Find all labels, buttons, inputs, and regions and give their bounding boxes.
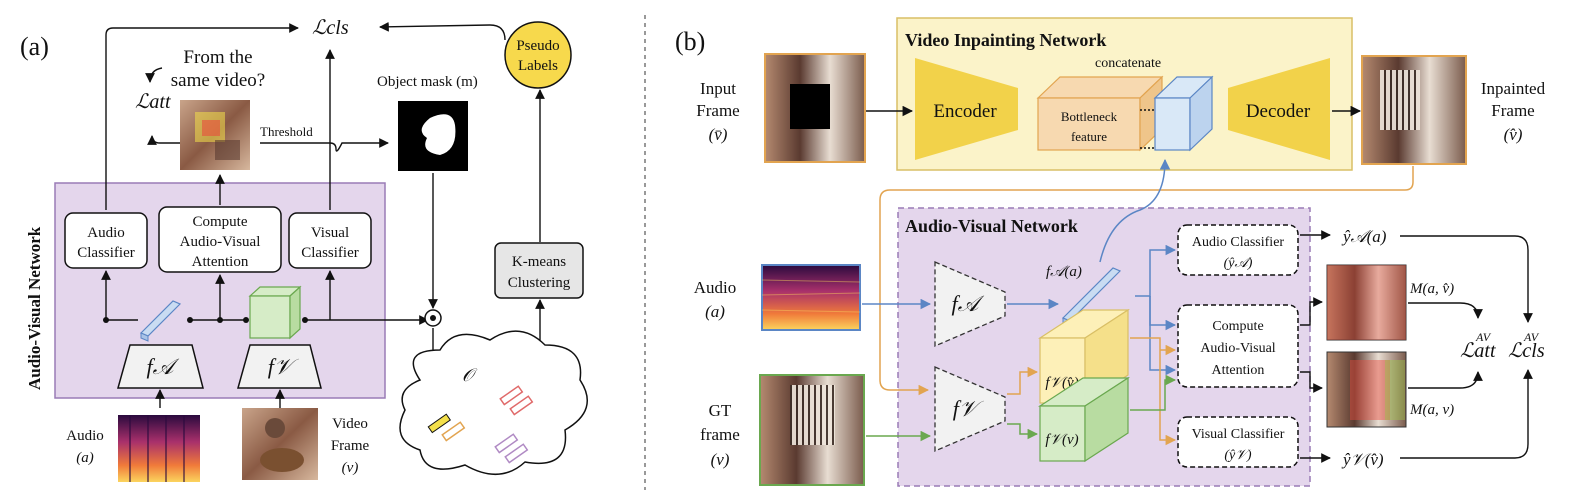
inpainted-to-fv-path [879, 166, 1414, 396]
panel-b-label: (b) [675, 27, 705, 56]
m-a-vhat-label: M(a, v̂) [1409, 281, 1454, 297]
video-input-var-a: (v) [342, 460, 359, 476]
attention-heatmap-image [180, 100, 250, 170]
svg-text:Bottleneck: Bottleneck [1061, 109, 1118, 124]
loss-att-av: ℒatt AV [1460, 330, 1496, 362]
same-video-question: From the [183, 47, 252, 68]
elementwise-product-a [424, 309, 442, 327]
concatenated-feature-block [1153, 75, 1214, 152]
vin-title: Video Inpainting Network [905, 30, 1106, 50]
svg-text:Attention: Attention [192, 254, 249, 270]
gt-frame-var: (v) [711, 450, 730, 469]
svg-text:Visual: Visual [311, 225, 349, 241]
inpainted-frame-image [1361, 55, 1467, 165]
loss-att-a: ℒatt [135, 91, 171, 113]
svg-text:Audio-Visual: Audio-Visual [180, 234, 261, 250]
fa-a-label: f𝒜(a) [1046, 264, 1082, 280]
bottleneck-feature-block: Bottleneck feature [1036, 75, 1164, 152]
svg-text:AV: AV [1523, 330, 1540, 344]
av-title-b: Audio-Visual Network [905, 216, 1078, 236]
input-frame-var: (v̄) [709, 125, 728, 144]
inpainted-frame-var: (v̂) [1504, 125, 1523, 144]
video-frame-image-a [242, 408, 318, 480]
visual-encoder-b: f𝒱 [934, 366, 1006, 452]
svg-text:ℒatt: ℒatt [1460, 340, 1496, 362]
loss-cls-av: ℒcls AV [1508, 330, 1545, 362]
svg-text:Audio Classifier: Audio Classifier [1192, 235, 1284, 250]
attention-map-v [1326, 351, 1407, 428]
svg-text:Clustering: Clustering [508, 275, 571, 291]
svg-text:AV: AV [1475, 330, 1492, 344]
pseudo-labels-node: Pseudo Labels [504, 21, 572, 89]
visual-feature-cube-a [248, 285, 302, 340]
visual-classifier-b: Visual Classifier (ŷ𝒱) [1177, 416, 1299, 468]
video-input-label-a2: Frame [331, 438, 370, 454]
decoder-trapezoid: Decoder [1228, 58, 1330, 160]
audio-encoder-b: f𝒜 [934, 261, 1006, 347]
gt-frame-label: GT [709, 401, 732, 420]
m-a-v-label: M(a, v) [1409, 402, 1454, 418]
svg-text:Audio: Audio [87, 225, 125, 241]
gt-frame-image [759, 374, 865, 486]
encoder-trapezoid: Encoder [915, 58, 1018, 160]
visual-classifier-a: Visual Classifier [288, 212, 372, 269]
fv-v-cube: f𝒱(v) [1037, 376, 1131, 463]
video-input-label-a: Video [332, 416, 368, 432]
audio-feature-vector-a [139, 300, 182, 342]
same-video-question-2: same video? [171, 70, 265, 91]
object-mask-image [398, 101, 468, 171]
audio-spectrogram-a [118, 415, 200, 482]
audio-input-var-b: (a) [705, 302, 725, 321]
inpainted-frame-label-2: Frame [1491, 101, 1534, 120]
input-frame-label: Input [700, 79, 736, 98]
threshold-label: Threshold [260, 124, 313, 139]
svg-text:Audio-Visual: Audio-Visual [1200, 341, 1275, 356]
svg-text:Visual Classifier: Visual Classifier [1192, 427, 1285, 442]
object-mask-label: Object mask (m) [377, 74, 478, 90]
concatenate-label: concatenate [1095, 56, 1161, 71]
svg-text:Classifier: Classifier [301, 245, 359, 261]
audio-encoder-a: f𝒜 [117, 344, 204, 389]
svg-text:K-means: K-means [512, 254, 566, 270]
svg-text:Pseudo: Pseudo [516, 38, 559, 54]
attention-map-vhat [1326, 264, 1407, 341]
input-frame-label-2: Frame [696, 101, 739, 120]
kmeans-box: K-means Clustering [494, 242, 584, 299]
svg-text:(ŷ𝒱): (ŷ𝒱) [1224, 448, 1252, 463]
av-network-label-a: Audio-Visual Network [25, 226, 44, 390]
audio-classifier-b: Audio Classifier (ŷ𝒜) [1177, 224, 1299, 276]
audio-classifier-a: Audio Classifier [64, 212, 148, 269]
object-feature-cloud: 𝒪 [399, 330, 588, 476]
svg-text:Compute: Compute [1212, 319, 1263, 334]
svg-text:Compute: Compute [193, 214, 248, 230]
inpainted-frame-label: Inpainted [1481, 79, 1546, 98]
visual-encoder-a: f𝒱 [237, 344, 322, 389]
svg-text:Attention: Attention [1212, 363, 1265, 378]
input-frame-image [764, 53, 866, 163]
loss-cls-a: ℒcls [312, 17, 349, 39]
ya-output: ŷ𝒜(a) [1341, 227, 1387, 246]
audio-spectrogram-b [761, 264, 861, 331]
audio-input-label-b: Audio [694, 278, 737, 297]
svg-text:ℒcls: ℒcls [1508, 340, 1545, 362]
svg-text:Decoder: Decoder [1246, 101, 1311, 122]
svg-text:Labels: Labels [518, 58, 558, 74]
svg-text:(ŷ𝒜): (ŷ𝒜) [1224, 256, 1253, 271]
audio-input-label-a: Audio [66, 428, 104, 444]
svg-text:Encoder: Encoder [933, 101, 997, 122]
compute-attention-b: Compute Audio-Visual Attention [1177, 304, 1299, 388]
svg-text:Classifier: Classifier [77, 245, 135, 261]
audio-input-var-a: (a) [76, 450, 94, 466]
yv-output: ŷ𝒱(v̂) [1341, 450, 1384, 469]
compute-attention-a: Compute Audio-Visual Attention [158, 206, 282, 273]
svg-text:f𝒱(v): f𝒱(v) [1045, 432, 1078, 448]
gt-frame-label-2: frame [700, 425, 740, 444]
panel-a-label: (a) [20, 32, 49, 61]
svg-text:feature: feature [1071, 129, 1107, 144]
